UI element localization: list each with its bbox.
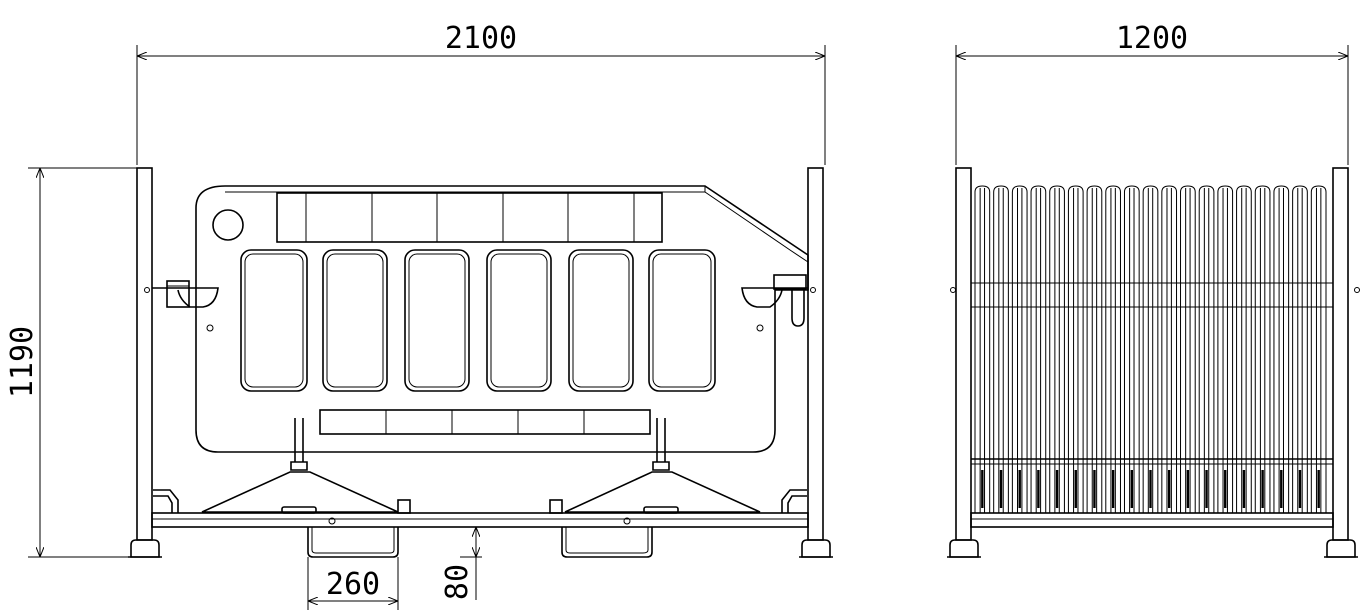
stacked-panel <box>974 185 991 513</box>
dim-1200: 1200 <box>955 21 1349 165</box>
stacked-panel <box>1086 185 1103 513</box>
dim-260: 260 <box>307 557 399 610</box>
stacked-panel <box>1030 185 1047 513</box>
right-post <box>799 167 833 558</box>
stacked-panel <box>1049 185 1065 513</box>
stacked-panel <box>1254 185 1271 513</box>
dim-2100: 2100 <box>136 21 826 165</box>
stacked-panel <box>1011 185 1028 513</box>
stacked-panel <box>1161 185 1178 513</box>
stacked-panel <box>1236 185 1252 513</box>
stacked-panel <box>1123 185 1140 513</box>
stacked-panel <box>1180 185 1196 513</box>
base-frame <box>151 489 809 558</box>
barrier-stands <box>201 418 761 514</box>
stacked-panel <box>1292 185 1308 513</box>
stacked-panel <box>1105 185 1121 513</box>
stacked-panel <box>1198 185 1215 513</box>
left-post <box>128 167 162 558</box>
dim-text-foot-width: 260 <box>326 567 380 602</box>
stacked-panel <box>993 185 1009 513</box>
stacked-panel <box>1273 185 1290 513</box>
side-view: 1200 <box>947 21 1360 558</box>
stacked-panel <box>1217 185 1234 513</box>
dim-text-width-side: 1200 <box>1116 21 1188 56</box>
side-left-post <box>947 167 981 558</box>
dim-text-height: 1190 <box>5 326 40 398</box>
stacked-panels <box>974 185 1327 513</box>
barrier-panel <box>195 185 809 453</box>
dim-text-width-front: 2100 <box>445 21 517 56</box>
front-view: 2100 1190 <box>5 21 833 610</box>
dim-text-foot-height: 80 <box>440 564 475 600</box>
dim-80: 80 <box>440 527 482 600</box>
stacked-panel <box>1310 185 1327 513</box>
side-right-post <box>1324 167 1360 558</box>
side-base-frame <box>970 512 1334 528</box>
stacked-panel <box>1142 185 1159 513</box>
dim-1190: 1190 <box>5 167 138 558</box>
stacked-panel <box>1067 185 1084 513</box>
side-clips <box>144 274 816 327</box>
panel-windows <box>240 249 716 392</box>
